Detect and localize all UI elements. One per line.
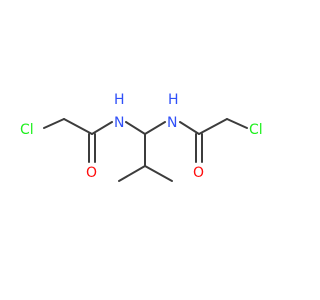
chlorine-label-left: Cl xyxy=(20,122,34,138)
oxygen-label-left: O xyxy=(86,165,97,181)
chlorine-label-right: Cl xyxy=(249,122,263,138)
hydrogen-label-right: H xyxy=(168,92,179,108)
bond-co-n-left xyxy=(91,121,113,135)
bond-ch2-co-left xyxy=(63,118,93,135)
bond-n-ch-left xyxy=(125,121,146,135)
structure-canvas: Cl O N H N H O Cl xyxy=(20,92,263,182)
bond-n-co-right xyxy=(179,121,200,135)
bond-ch-n-right xyxy=(144,121,166,135)
bonds xyxy=(43,118,248,182)
hydrogen-label-left: H xyxy=(114,92,125,108)
nitrogen-label-right: N xyxy=(167,115,177,131)
bond-branch-me-left xyxy=(118,165,146,182)
bond-cl-ch2-left xyxy=(43,118,65,129)
bond-ch2-cl-right xyxy=(226,118,248,129)
nitrogen-label-left: N xyxy=(114,115,124,131)
oxygen-label-right: O xyxy=(193,165,204,181)
atom-labels: Cl O N H N H O Cl xyxy=(20,92,263,181)
bond-co-ch2-right xyxy=(198,118,228,135)
bond-branch-me-right xyxy=(144,165,173,182)
molecule-diagram: Cl O N H N H O Cl xyxy=(20,92,263,182)
